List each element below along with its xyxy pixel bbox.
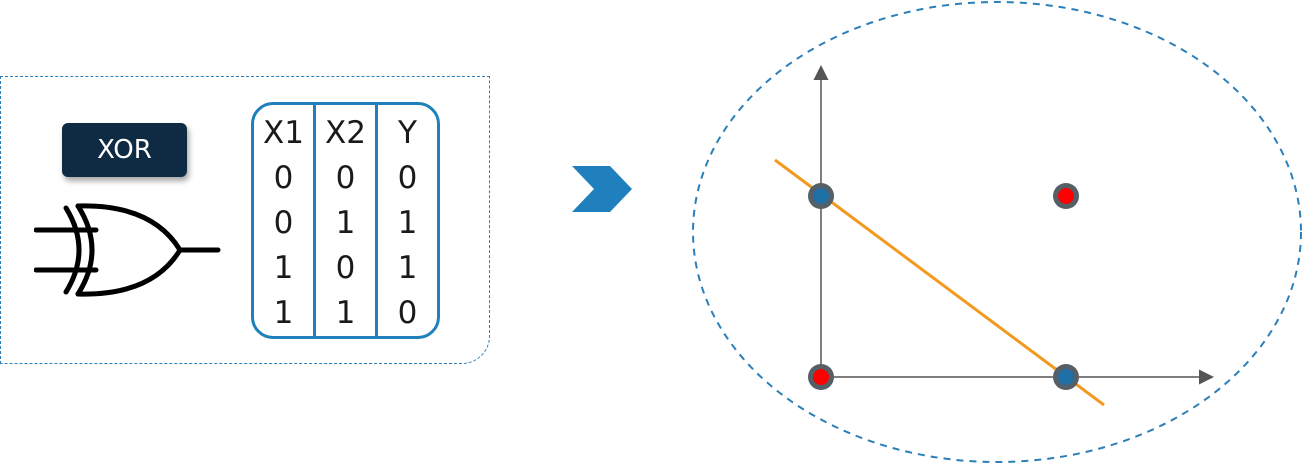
data-point-fill (813, 369, 829, 385)
cell-x2-row1: 0 (335, 160, 356, 196)
cell-x1-row4: 1 (273, 295, 294, 331)
cell-x2-row2: 1 (335, 205, 356, 241)
cell-y-row3: 1 (397, 250, 418, 286)
header-x2: X2 (325, 115, 366, 151)
truth-table: X1 0 0 1 1 X2 0 1 0 1 Y 0 1 1 0 (251, 102, 440, 339)
xor-gate-icon (34, 203, 221, 297)
truth-table-column-x2: X2 0 1 0 1 (313, 105, 375, 336)
cell-y-row2: 1 (397, 205, 418, 241)
cell-x1-row2: 0 (273, 205, 294, 241)
xor-label: XOR (62, 123, 187, 177)
cell-x1-row1: 0 (273, 160, 294, 196)
cell-y-row4: 0 (397, 295, 418, 331)
xor-panel (0, 76, 490, 364)
truth-table-column-y: Y 0 1 1 0 (375, 105, 437, 336)
cell-x2-row4: 1 (335, 295, 356, 331)
data-point (1053, 364, 1079, 390)
data-point (808, 183, 834, 209)
truth-table-column-x1: X1 0 0 1 1 (254, 105, 313, 336)
data-point (1053, 183, 1079, 209)
cell-x2-row3: 0 (335, 250, 356, 286)
cell-x1-row3: 1 (273, 250, 294, 286)
data-point (808, 364, 834, 390)
data-point-fill (813, 188, 829, 204)
data-point-fill (1058, 369, 1074, 385)
plot-boundary (692, 1, 1302, 463)
data-point-fill (1058, 188, 1074, 204)
chevron-right-icon (572, 166, 632, 212)
cell-y-row1: 0 (397, 160, 418, 196)
header-y: Y (398, 115, 417, 151)
header-x1: X1 (263, 115, 304, 151)
